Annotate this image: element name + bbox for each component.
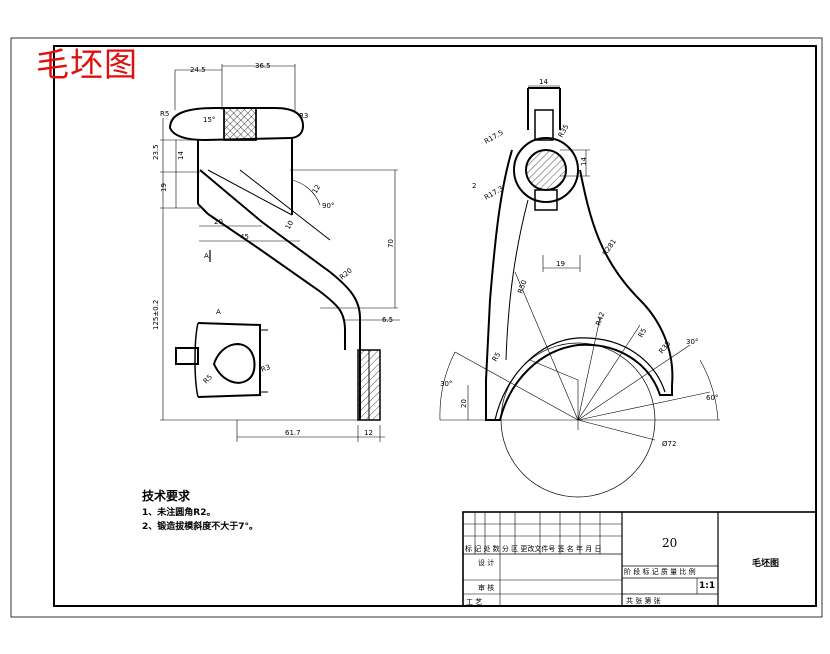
view-a-label: A (216, 308, 221, 316)
dim-12: 12 (364, 429, 373, 437)
dim-angle-30-right: 30° (686, 338, 698, 346)
dim-angle-15: 15° (203, 116, 215, 124)
dim-24-5: 24.5 (190, 66, 206, 74)
dim-19-right: 19 (556, 260, 565, 268)
technical-requirements: 技术要求 1、未注圆角R2。 2、锻造拔模斜度不大于7°。 (142, 487, 258, 534)
side-view (439, 85, 720, 498)
dim-angle-60: 60° (706, 394, 718, 402)
dim-angle-90: 90° (322, 202, 334, 210)
drawing-name: 毛坯图 (752, 559, 780, 569)
dim-r5-view: R5 (202, 373, 214, 385)
blank-drawing-stamp: 毛坯图 (36, 45, 138, 84)
dim-10: 10 (284, 219, 295, 231)
revision-header: 标 记 处 数 分 区 更改文件号 签 名 年 月 日 (465, 545, 602, 553)
title-block (462, 511, 817, 607)
dim-61-7: 61.7 (285, 429, 301, 437)
dim-70: 70 (387, 239, 395, 248)
inner-frame (53, 45, 817, 607)
dim-r42: R42 (594, 311, 606, 327)
dim-19: 19 (160, 183, 168, 192)
dim-r50: R50 (516, 279, 528, 295)
dim-angle-30-left: 30° (440, 380, 452, 388)
tech-req-item-2: 2、锻造拔模斜度不大于7°。 (142, 522, 259, 532)
dim-r5-fork-left: R5 (491, 351, 503, 363)
dim-r3-view: R3 (260, 363, 272, 374)
sheet-count: 共 张 第 张 (626, 597, 661, 605)
dim-20-fork: 20 (460, 399, 468, 408)
dim-2: 2 (472, 182, 476, 190)
dim-36-5: 36.5 (255, 62, 271, 70)
dim-14-left: 14 (177, 151, 185, 160)
dim-14-right: 14 (580, 157, 588, 166)
part-number: 20 (662, 536, 678, 550)
dim-r281: R281 (601, 238, 618, 258)
tech-req-title: 技术要求 (142, 489, 191, 503)
view-a (175, 322, 268, 398)
dim-r20-arm: R20 (338, 267, 354, 282)
outer-frame (10, 37, 823, 618)
dim-125: 125±0.2 (152, 300, 160, 330)
review-label: 审 核 (478, 584, 495, 592)
scale-value: 1:1 (699, 581, 716, 591)
dim-angle-12: 12 (311, 183, 322, 195)
dim-23-5: 23.5 (152, 144, 160, 160)
view-a-arrow-label: A (204, 252, 209, 260)
front-view (160, 64, 400, 442)
dim-45: 45 (240, 233, 249, 241)
dim-14-top: 14 (539, 78, 548, 86)
dim-d72: Ø72 (662, 440, 676, 448)
dim-r17-5: R17.5 (483, 129, 505, 146)
dim-r5-left: R5 (160, 110, 169, 118)
stage-header: 阶 段 标 记 质 量 比 例 (624, 568, 696, 576)
design-label: 设 计 (478, 559, 495, 567)
dim-r3-right: R3 (299, 112, 308, 120)
dim-r35-top: R35 (557, 123, 571, 139)
process-label: 工 艺 (466, 598, 483, 606)
dim-20: 20 (214, 218, 223, 226)
dim-r5-fork-right: R5 (637, 327, 649, 339)
tech-req-item-1: 1、未注圆角R2。 (142, 508, 216, 518)
dim-6-5: 6.5 (382, 316, 393, 324)
